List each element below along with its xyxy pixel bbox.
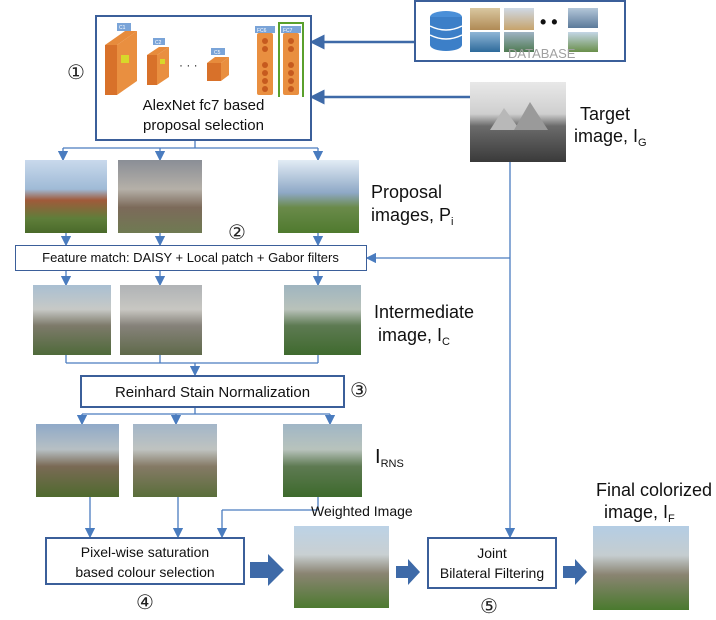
db-ellipsis: • • [540, 12, 558, 32]
irns-label: IRNS [375, 446, 404, 470]
database-label: DATABASE [508, 46, 576, 61]
proposal-line1: Proposal [371, 182, 443, 202]
layer-fc6: FC6 [257, 28, 267, 34]
target-line1: Target [580, 104, 631, 124]
database-box: • • DATABASE [414, 0, 626, 62]
intermediate-image-3 [284, 285, 361, 355]
network-box: C1 C2 · · · C5 FC6 FC7 AlexNet fc7 based… [95, 15, 312, 141]
proposal-image-3 [278, 160, 359, 233]
db-thumb-6 [568, 32, 598, 52]
proposal-image-2 [118, 160, 202, 233]
intermediate-image-1 [33, 285, 111, 355]
block-arrow-1 [250, 554, 284, 586]
layer-c5: C5 [214, 50, 221, 56]
final-line2: image, IF [604, 502, 675, 525]
network-diagram: C1 C2 · · · C5 FC6 FC7 [105, 22, 304, 97]
intermediate-line2: image, IC [378, 325, 450, 348]
irns-image-1 [36, 424, 119, 497]
intermediate-image-2 [120, 285, 202, 355]
step-3-marker: ③ [350, 378, 368, 402]
pixelwise-line1: Pixel-wise saturation [80, 544, 210, 560]
block-arrow-3 [563, 559, 587, 585]
pixelwise-box: Pixel-wise saturation based colour selec… [45, 537, 245, 585]
joint-box: Joint Bilateral Filtering [427, 537, 557, 589]
network-caption-line1: AlexNet fc7 based [142, 97, 265, 114]
weighted-image [294, 526, 389, 608]
joint-line2: Bilateral Filtering [439, 565, 545, 581]
db-thumb-3 [470, 32, 500, 52]
db-thumb-4 [504, 32, 534, 52]
reinhard-box: Reinhard Stain Normalization [80, 375, 345, 408]
database-icon [429, 11, 463, 51]
target-line2: image, IG [574, 126, 647, 149]
feature-match-box: Feature match: DAISY + Local patch + Gab… [15, 245, 367, 271]
target-image [470, 82, 566, 162]
intermediate-line1: Intermediate [374, 302, 475, 322]
pixelwise-line2: based colour selection [75, 564, 215, 580]
weighted-label: Weighted Image [311, 503, 413, 519]
step-4-marker: ④ [136, 590, 154, 614]
proposal-image-1 [25, 160, 107, 233]
network-caption-line2: proposal selection [143, 117, 264, 134]
layer-fc7: FC7 [283, 28, 293, 34]
final-image [593, 526, 689, 610]
step-1-marker: ① [67, 60, 85, 84]
joint-line1: Joint [477, 545, 507, 561]
db-thumb-2 [504, 8, 534, 30]
db-thumb-5 [568, 8, 598, 28]
svg-text:· · ·: · · · [179, 58, 198, 72]
final-line1: Final colorized [596, 480, 713, 500]
irns-image-3 [283, 424, 362, 497]
feature-match-label: Feature match: DAISY + Local patch + Gab… [42, 250, 339, 265]
layer-c2: C2 [155, 40, 162, 46]
proposal-line2: images, Pi [371, 205, 454, 228]
step-2-marker: ② [228, 220, 246, 244]
reinhard-label: Reinhard Stain Normalization [114, 384, 311, 401]
db-thumb-1 [470, 8, 500, 30]
step-5-marker: ⑤ [480, 594, 498, 618]
irns-image-2 [133, 424, 217, 497]
block-arrow-2 [396, 559, 420, 585]
layer-c1: C1 [119, 25, 126, 31]
